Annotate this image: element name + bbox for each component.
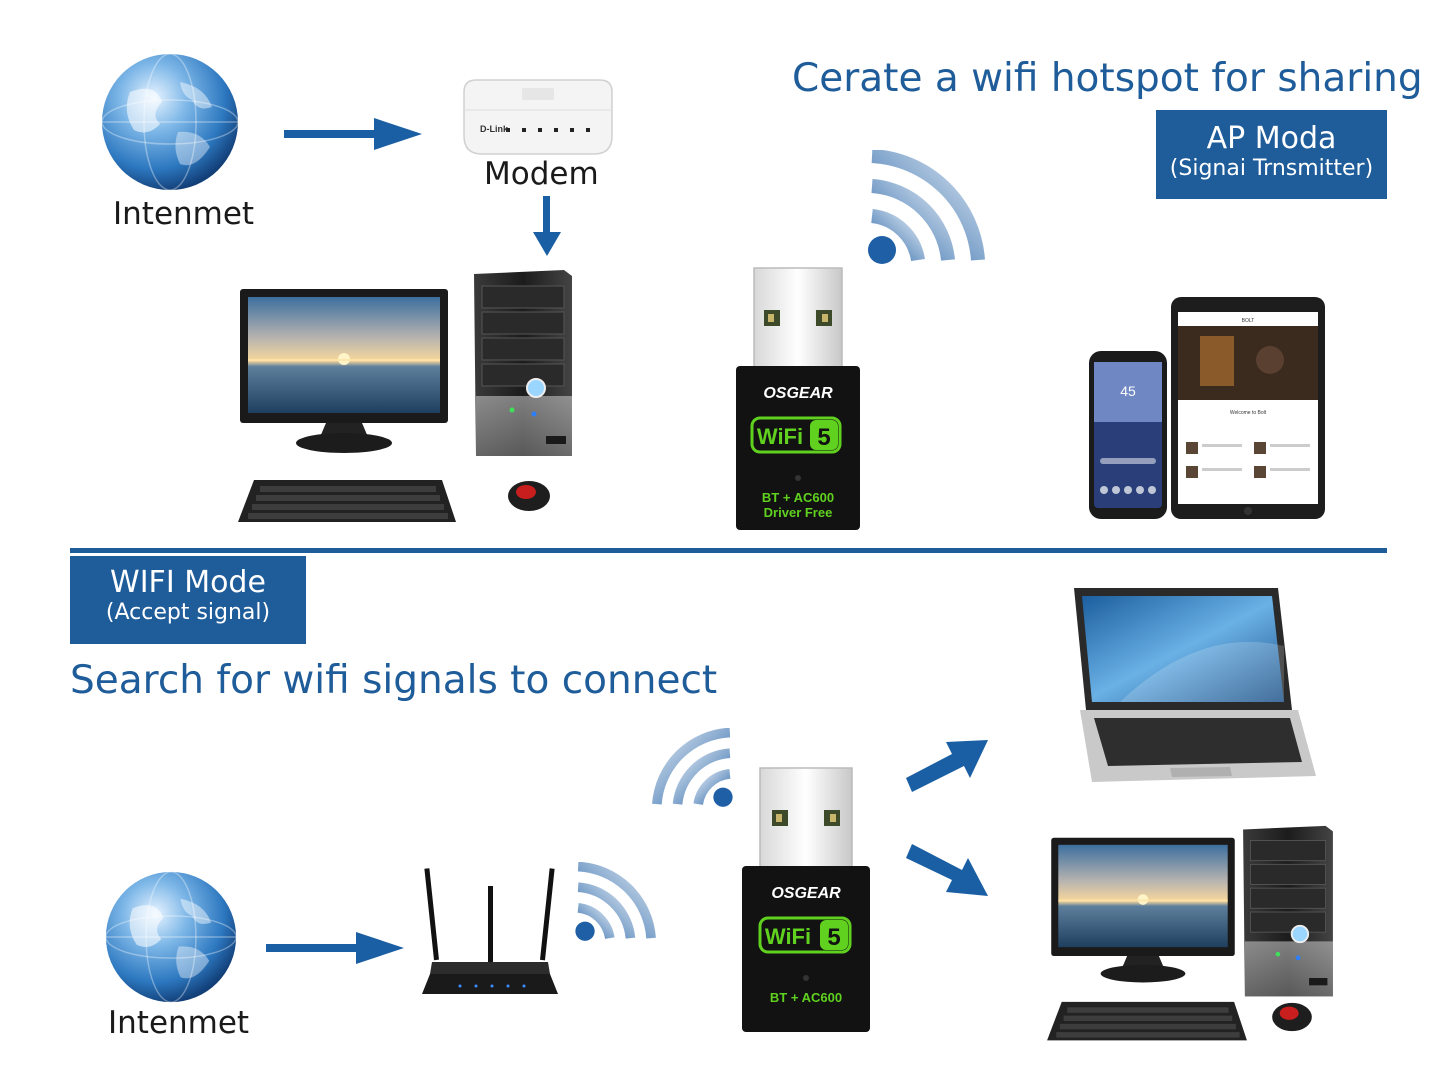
ap-mode-badge: AP Moda (Signai Trnsmitter) bbox=[1156, 110, 1387, 199]
adapter-brand: OSGEAR bbox=[771, 885, 841, 902]
top-internet-label: Intenmet bbox=[113, 196, 255, 232]
smartphone-device: 45 bbox=[1088, 350, 1168, 520]
pc-tower-device bbox=[1240, 824, 1336, 1000]
monitor-device bbox=[238, 287, 450, 457]
arrow-right-icon bbox=[266, 930, 406, 966]
adapter-wifi-number: 5 bbox=[817, 424, 830, 451]
modem-brand-label: D-Link bbox=[480, 124, 509, 134]
wifi-mode-title: WIFI Mode bbox=[110, 565, 266, 600]
arrow-right-icon bbox=[284, 116, 424, 152]
pc-tower-device bbox=[472, 268, 574, 460]
adapter-wifi-text: WiFi bbox=[757, 424, 803, 449]
adapter-spec-line1: BT + AC600 bbox=[762, 490, 834, 505]
laptop-device bbox=[1060, 586, 1318, 786]
router-device bbox=[420, 866, 560, 1004]
adapter-wifi-text: WiFi bbox=[765, 924, 811, 949]
modem-label: Modem bbox=[484, 156, 599, 192]
ap-mode-title: AP Moda bbox=[1206, 121, 1337, 156]
adapter-wifi-number: 5 bbox=[827, 924, 840, 951]
usb-adapter-bottom: OSGEAR WiFi 5 BT + AC600 bbox=[740, 766, 872, 1034]
keyboard-device bbox=[236, 478, 458, 526]
tablet-device: BOLT Welcome to Bolt bbox=[1170, 296, 1326, 520]
tablet-welcome: Welcome to Bolt bbox=[1230, 410, 1267, 416]
ap-mode-subtitle: (Signai Trnsmitter) bbox=[1169, 156, 1374, 181]
arrow-down-right-icon bbox=[906, 842, 990, 900]
wifi-signal-icon bbox=[574, 862, 658, 944]
keyboard-device bbox=[1044, 1000, 1250, 1044]
wifi-mode-badge: WIFI Mode (Accept signal) bbox=[70, 556, 306, 644]
wifi-signal-icon bbox=[650, 728, 734, 810]
adapter-spec-line1: BT + AC600 bbox=[770, 990, 842, 1005]
modem-device: D-Link bbox=[462, 76, 614, 158]
wifi-mode-subtitle: (Accept signal) bbox=[105, 600, 271, 625]
bottom-headline: Search for wifi signals to connect bbox=[70, 658, 718, 703]
wifi-signal-icon bbox=[866, 150, 988, 268]
mouse-device bbox=[506, 478, 552, 514]
globe-icon bbox=[100, 52, 240, 192]
phone-clock: 45 bbox=[1120, 383, 1136, 399]
bottom-internet-label: Intenmet bbox=[108, 1005, 250, 1041]
section-divider bbox=[70, 548, 1387, 553]
monitor-device bbox=[1046, 836, 1240, 986]
adapter-brand: OSGEAR bbox=[763, 385, 833, 402]
mouse-device bbox=[1270, 1000, 1314, 1034]
top-headline: Cerate a wifi hotspot for sharing bbox=[792, 56, 1423, 101]
adapter-spec-line2: Driver Free bbox=[764, 505, 833, 520]
globe-icon bbox=[104, 870, 238, 1004]
usb-adapter-top: OSGEAR WiFi 5 BT + AC600 Driver Free bbox=[734, 266, 862, 532]
arrow-up-right-icon bbox=[906, 734, 990, 794]
arrow-down-icon bbox=[531, 196, 563, 258]
tablet-header: BOLT bbox=[1242, 318, 1255, 324]
